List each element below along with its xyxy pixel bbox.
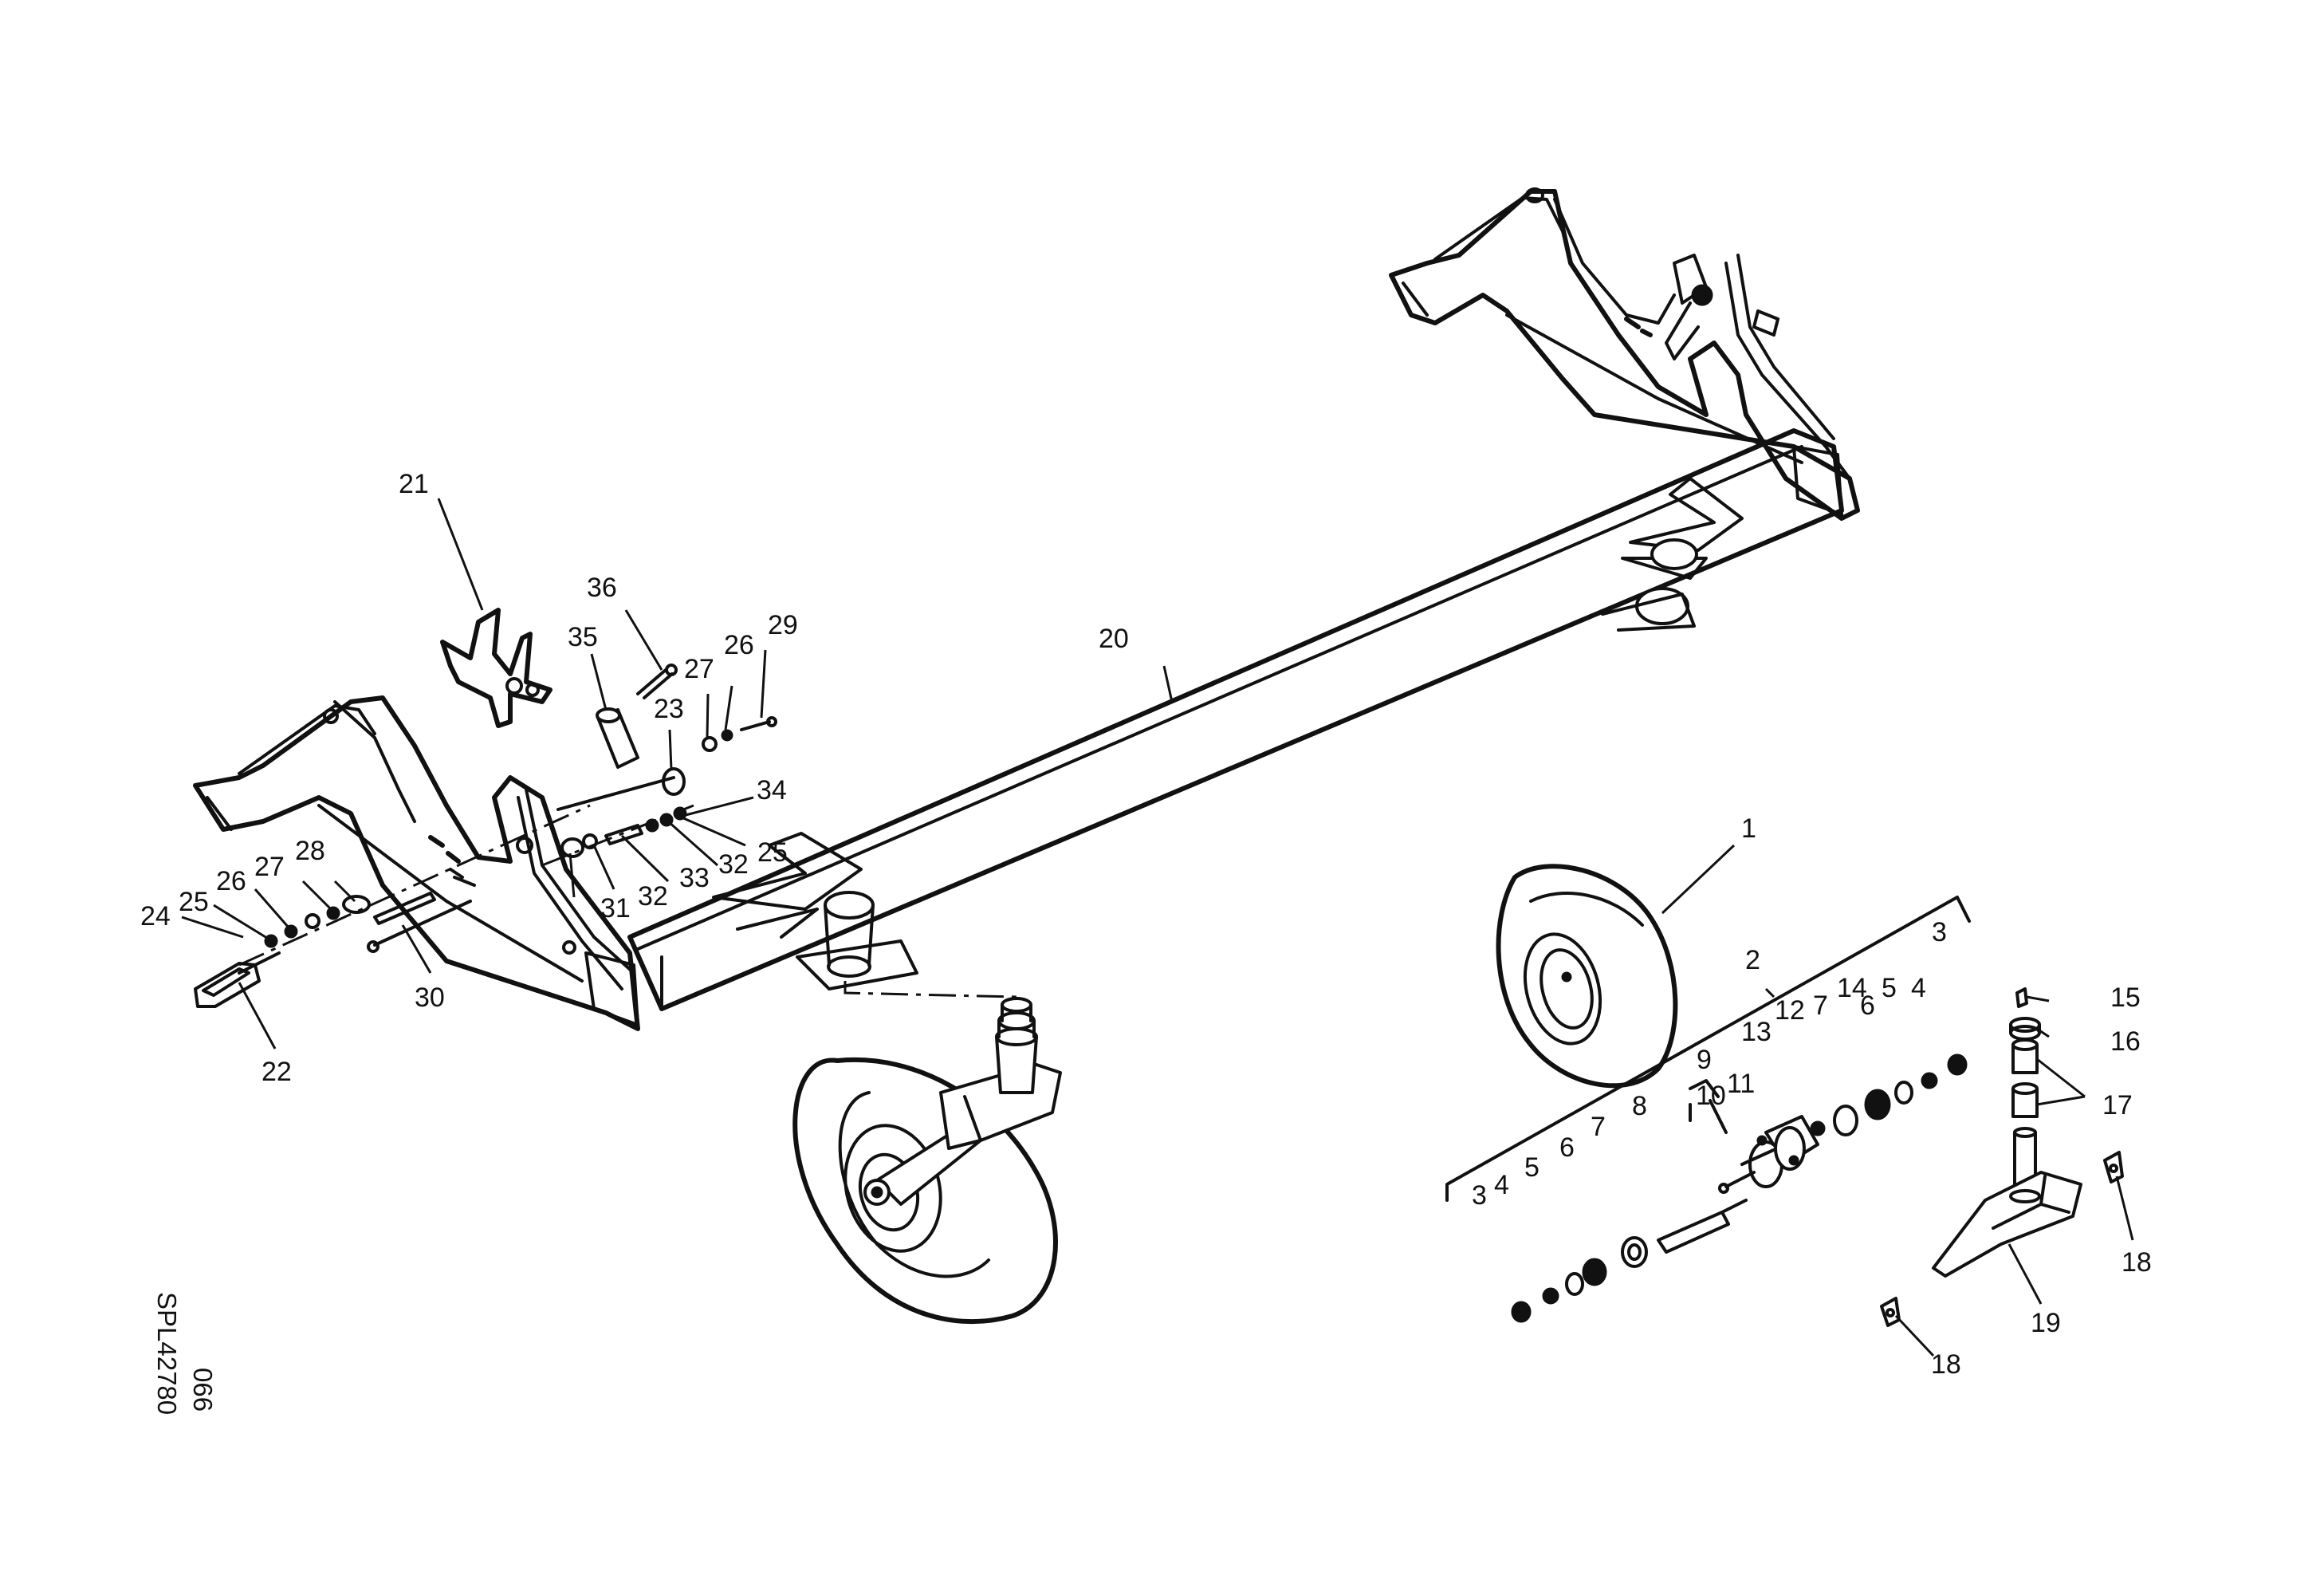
callout-24: 24 xyxy=(140,901,171,931)
callout-30: 30 xyxy=(415,983,445,1013)
left-hardware-group xyxy=(194,664,777,1008)
callout-27a: 27 xyxy=(254,852,285,882)
spare-wheel-part-1 xyxy=(1496,864,1678,1089)
callout-32b: 32 xyxy=(718,849,749,880)
callout-4: 4 xyxy=(1494,1170,1509,1200)
callout-25b: 25 xyxy=(757,837,788,868)
callout-6: 6 xyxy=(1559,1132,1575,1163)
page-code: 066 xyxy=(188,1368,218,1412)
callout-27b: 27 xyxy=(684,654,714,684)
callout-31: 31 xyxy=(600,893,631,924)
plate-part-21 xyxy=(440,608,552,728)
callout-12: 12 xyxy=(1775,995,1805,1026)
callout-25a: 25 xyxy=(179,887,209,917)
callout-18a: 18 xyxy=(2121,1247,2152,1278)
callout-5: 5 xyxy=(1524,1152,1540,1183)
callout-8: 8 xyxy=(1632,1091,1647,1121)
callout-10: 10 xyxy=(1696,1081,1726,1111)
callout-17: 17 xyxy=(2102,1090,2133,1120)
callout-23: 23 xyxy=(654,694,684,724)
callout-2: 2 xyxy=(1745,945,1760,975)
callout-7: 7 xyxy=(1591,1112,1606,1142)
callout-11: 11 xyxy=(1727,1069,1755,1099)
callout-16: 16 xyxy=(2110,1026,2141,1057)
callout-35: 35 xyxy=(568,622,598,652)
callout-36: 36 xyxy=(587,573,617,603)
callout-3: 3 xyxy=(1472,1180,1487,1211)
drawing-codes: SPL42780 066 xyxy=(152,1292,218,1415)
callout-34: 34 xyxy=(757,775,787,805)
callout-22: 22 xyxy=(261,1057,292,1087)
callout-18b: 18 xyxy=(1931,1349,1961,1380)
main-axle-beam xyxy=(627,428,1844,1011)
hub-assembly-part-2 xyxy=(1445,896,1971,1323)
callout-labels: 1 2 3 4 5 6 7 8 9 10 11 12 13 14 7 6 5 4… xyxy=(140,469,2152,1380)
callout-33: 33 xyxy=(679,863,710,893)
left-hitch-bracket xyxy=(193,695,640,1031)
callout-3b: 3 xyxy=(1932,917,1947,947)
callout-32a: 32 xyxy=(638,881,668,912)
callout-14: 14 xyxy=(1837,973,1867,1003)
callout-15: 15 xyxy=(2110,983,2141,1013)
callout-1: 1 xyxy=(1741,813,1756,844)
callout-20: 20 xyxy=(1099,624,1129,654)
left-wheel-assembly xyxy=(792,981,1062,1325)
callout-9: 9 xyxy=(1697,1045,1712,1075)
caster-arm-assembly xyxy=(1880,987,2124,1327)
drawing-number: SPL42780 xyxy=(152,1292,182,1415)
callout-5b: 5 xyxy=(1882,973,1897,1003)
callout-26a: 26 xyxy=(216,866,246,896)
callout-13: 13 xyxy=(1741,1017,1772,1047)
callout-4b: 4 xyxy=(1911,973,1926,1003)
right-hitch-bracket xyxy=(1389,187,1860,521)
callout-6b: 6 xyxy=(1860,990,1875,1021)
callout-21: 21 xyxy=(399,469,429,499)
callout-29: 29 xyxy=(768,610,798,640)
leader-lines xyxy=(181,498,2134,1357)
callout-19: 19 xyxy=(2031,1308,2061,1338)
callout-28: 28 xyxy=(295,836,325,866)
callout-7b: 7 xyxy=(1813,990,1828,1021)
callout-26b: 26 xyxy=(724,630,754,660)
